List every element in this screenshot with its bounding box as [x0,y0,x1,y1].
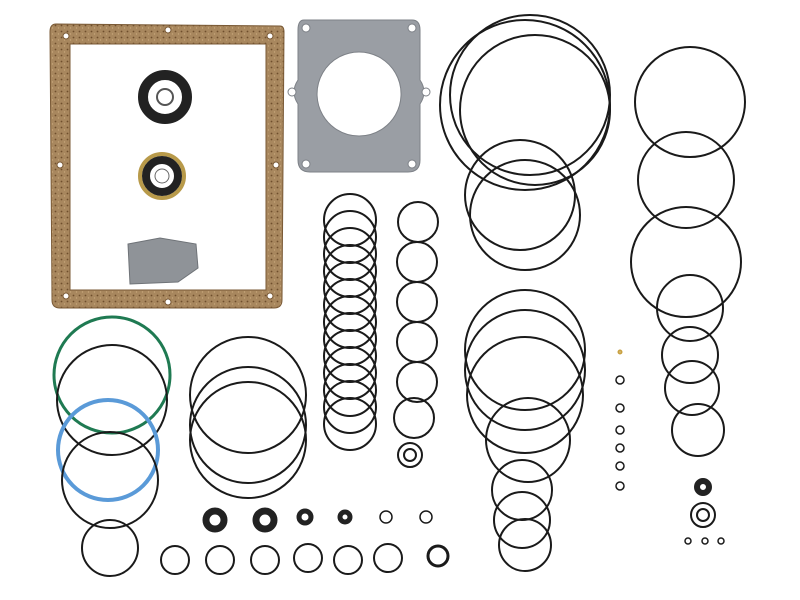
o-ring [696,508,710,522]
o-ring [189,336,307,454]
o-ring [493,491,551,549]
o-ring [81,519,139,577]
small-gasket-plate [127,237,199,285]
o-ring [464,309,586,431]
o-ring [615,375,625,385]
o-ring [293,543,323,573]
o-ring [397,442,423,468]
bolt-hole [287,87,297,97]
o-ring [498,518,552,572]
sealing-ring [323,397,377,451]
sealing-ring [396,241,438,283]
small-seal [337,509,353,525]
o-ring [469,159,581,271]
bolt-hole [301,23,311,33]
bolt-hole [272,161,280,169]
o-ring [426,544,450,568]
o-ring [459,34,611,186]
o-ring [333,545,363,575]
shaft-seal [142,156,182,196]
o-ring [61,431,159,529]
sealing-ring [397,201,439,243]
blue-o-ring [56,398,160,502]
paper-gasket [293,19,425,173]
o-ring [717,537,725,545]
o-ring [615,461,625,471]
shaft-seal-bore [156,88,174,106]
o-ring [684,537,692,545]
cork-pan-gasket [49,23,285,309]
o-ring [250,545,280,575]
small-pin [617,349,623,355]
o-ring [205,545,235,575]
bolt-hole [62,292,70,300]
sealing-ring [323,261,377,315]
sealing-ring [323,278,377,332]
small-seal [296,508,314,526]
small-seal [202,507,228,533]
o-ring [56,344,168,456]
bolt-hole [301,159,311,169]
bolt-hole [164,298,172,306]
bolt-hole [62,32,70,40]
sealing-ring [323,380,377,434]
bolt-hole [407,23,417,33]
o-ring [634,46,746,158]
o-ring [630,206,742,318]
bolt-hole [407,159,417,169]
o-ring [615,443,625,453]
o-ring [189,366,307,484]
o-ring [464,289,586,411]
o-ring [439,19,611,191]
sealing-ring [396,321,438,363]
o-ring [664,360,720,416]
o-ring [615,425,625,435]
o-ring [160,545,190,575]
o-ring [485,397,571,483]
o-ring [615,481,625,491]
sealing-ring [323,363,377,417]
sealing-ring [323,193,377,247]
small-seal [252,507,278,533]
sealing-ring [323,295,377,349]
bolt-hole [421,87,431,97]
o-ring [189,381,307,499]
bolt-hole [56,161,64,169]
bolt-hole [164,26,172,34]
o-ring [701,537,709,545]
o-ring [637,131,735,229]
o-ring [656,274,724,342]
sealing-ring [323,244,377,298]
sealing-ring [323,227,377,281]
o-ring [403,448,417,462]
shaft-seal [138,70,192,124]
o-ring [449,14,611,176]
sealing-ring [323,346,377,400]
o-ring [671,403,725,457]
o-ring [690,502,716,528]
sealing-ring [323,210,377,264]
o-ring [466,336,584,454]
bolt-hole [266,292,274,300]
o-ring [615,403,625,413]
o-ring [379,510,393,524]
sealing-ring [323,329,377,383]
shaft-seal [138,152,186,200]
o-ring [464,139,576,251]
o-ring [373,543,403,573]
o-ring [419,510,433,524]
sealing-ring [396,281,438,323]
o-ring [491,459,553,521]
sealing-ring [393,397,435,439]
shaft-seal-bore [154,168,170,184]
bolt-hole [266,32,274,40]
sealing-ring [323,312,377,366]
o-ring [661,326,719,384]
sealing-ring [396,361,438,403]
check-ball-seal [694,478,712,496]
